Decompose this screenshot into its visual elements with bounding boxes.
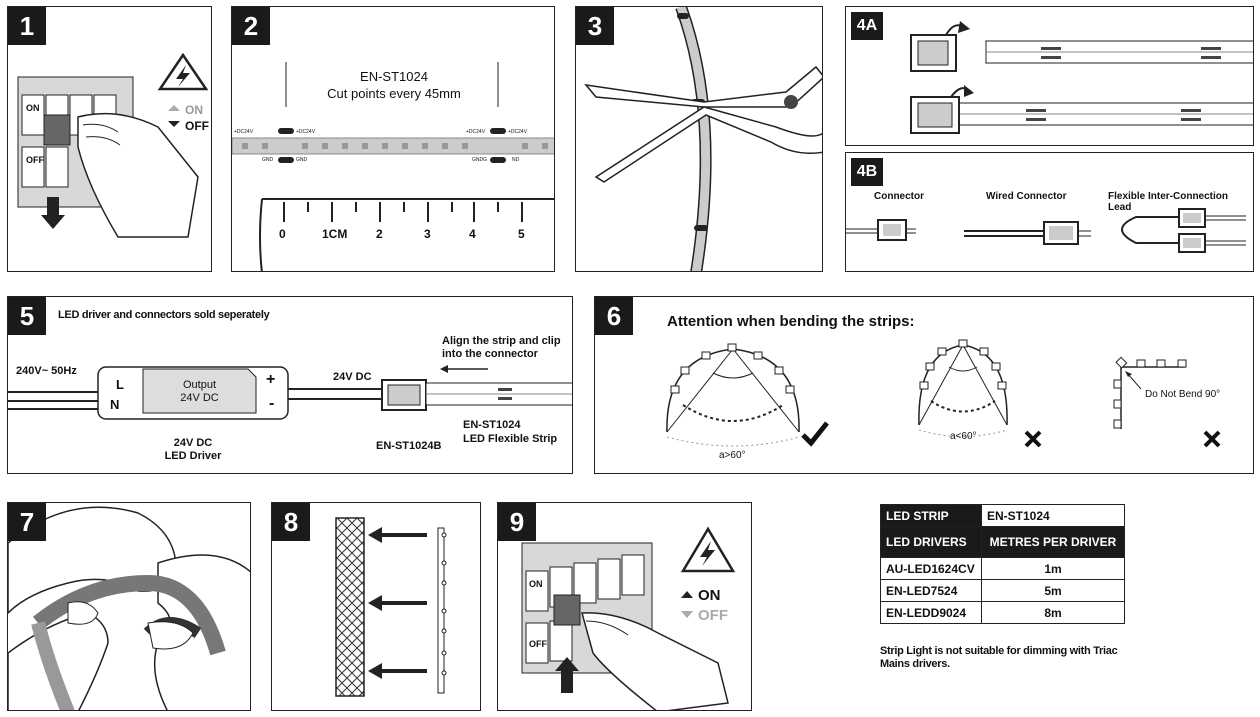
wiring-diagram <box>8 365 572 420</box>
step-number: 5 <box>8 297 46 335</box>
step-number: 1 <box>8 7 46 45</box>
lead-label: Flexible Inter-Connection Lead <box>1108 191 1229 213</box>
table-header-metres: METRES PER DRIVER <box>981 526 1125 558</box>
strip-label: GNDG <box>472 157 487 163</box>
driver-cell: EN-LED7524 <box>880 579 982 602</box>
ruler-tick-label: 5 <box>518 227 525 241</box>
strip-label: GND <box>262 157 274 163</box>
bending-title: Attention when bending the strips: <box>667 313 915 330</box>
bend-90-diagram <box>1113 356 1221 448</box>
dc-label: 24V DC <box>333 371 372 383</box>
switch-on-illustration <box>521 526 736 710</box>
table-strip-model: EN-ST1024 <box>981 504 1125 527</box>
switch-on-text: ON <box>529 579 543 589</box>
connector-insert-illustration <box>910 21 1253 134</box>
sold-separately-note: LED driver and connectors sold seperatel… <box>58 309 270 321</box>
mount-strip-illustration <box>335 517 447 697</box>
off-label: OFF <box>698 607 728 624</box>
metres-cell: 1m <box>981 557 1125 580</box>
hand-peeling-illustration <box>8 506 250 710</box>
step-number: 4B <box>851 158 883 186</box>
connector-model: EN-ST1024B <box>376 440 442 452</box>
neutral-terminal: N <box>110 397 120 412</box>
strip-label: +DC24V <box>234 129 254 135</box>
table-row: EN-LEDD9024 8m <box>880 601 1125 624</box>
cut-points-illustration <box>232 62 554 271</box>
step-number: 3 <box>576 7 614 45</box>
connector-icon <box>846 219 916 241</box>
strip-label: +DC24V <box>466 129 486 135</box>
metres-cell: 5m <box>981 579 1125 602</box>
angle-gt-label: a>60° <box>719 450 746 461</box>
wired-connector-icon <box>964 221 1091 245</box>
minus-terminal: - <box>269 395 275 412</box>
mains-label: 240V~ 50Hz <box>16 365 77 377</box>
switch-off-illustration <box>17 52 209 238</box>
step-9-panel: 9 ON OFF ON OFF <box>497 502 752 711</box>
step-number: 9 <box>498 503 536 541</box>
output-voltage: 24V DC <box>180 392 219 404</box>
on-label: ON <box>698 587 721 604</box>
switch-off-text: OFF <box>26 155 44 165</box>
table-header-strip: LED STRIP <box>880 504 982 527</box>
ruler-tick-label: 3 <box>424 227 431 241</box>
align-instruction: Align the strip and clip <box>442 335 561 347</box>
table-row: AU-LED1624CV 1m <box>880 557 1125 580</box>
step-5-panel: 5 LED driver and connectors sold seperat… <box>7 296 573 474</box>
dimming-note: Strip Light is not suitable for dimming … <box>880 645 1118 657</box>
no-90-warning: Do Not Bend 90° <box>1145 389 1221 400</box>
driver-label: LED Driver <box>164 450 222 462</box>
ruler-tick-label: 1CM <box>322 227 348 241</box>
driver-label: 24V DC <box>173 437 213 449</box>
angle-lt-label: a<60° <box>950 431 977 442</box>
output-label: Output <box>182 379 217 391</box>
step-number: 7 <box>8 503 46 541</box>
cut-note: Cut points every 45mm <box>327 86 461 101</box>
switch-on-text: ON <box>26 103 40 113</box>
step-7-panel: 7 <box>7 502 251 711</box>
strip-model: EN-ST1024 <box>463 419 521 431</box>
driver-table: LED STRIP EN-ST1024 LED DRIVERS METRES P… <box>880 504 1125 624</box>
align-instruction: into the connector <box>442 348 538 360</box>
off-label: OFF <box>185 119 209 133</box>
ruler-tick-label: 0 <box>279 227 286 241</box>
driver-cell: AU-LED1624CV <box>880 557 982 580</box>
bending-guide-illustration <box>666 339 1221 448</box>
bend-bad-diagram <box>918 339 1042 448</box>
step-4a-panel: 4A <box>845 6 1254 146</box>
step-2-panel: 2 EN-ST1024 Cut points every 45mm +DC24V… <box>231 6 555 272</box>
connector-types-illustration <box>846 208 1246 253</box>
step-number: 2 <box>232 7 270 45</box>
scissors-cutting-illustration <box>584 7 822 271</box>
step-4b-panel: 4B Connector Wired Connector Flexible In… <box>845 152 1254 272</box>
step-number: 8 <box>272 503 310 541</box>
ruler-tick-label: 4 <box>469 227 476 241</box>
strip-label: +DC24V <box>508 129 528 135</box>
step-number: 6 <box>595 297 633 335</box>
strip-label: ND <box>512 157 520 163</box>
step-number: 4A <box>851 12 883 40</box>
interconnection-lead-icon <box>1121 208 1246 253</box>
switch-off-text: OFF <box>529 639 547 649</box>
plus-terminal: + <box>266 371 276 388</box>
strip-label: +DC24V <box>296 129 316 135</box>
driver-cell: EN-LEDD9024 <box>880 601 982 624</box>
wired-connector-label: Wired Connector <box>986 191 1067 202</box>
table-row: EN-LED7524 5m <box>880 579 1125 602</box>
strip-label: GND <box>296 157 308 163</box>
strip-model: EN-ST1024 <box>360 69 428 84</box>
step-8-panel: 8 <box>271 502 481 711</box>
connector-label: Connector <box>874 191 924 202</box>
dimming-note: Mains drivers. <box>880 658 950 670</box>
on-label: ON <box>185 103 203 117</box>
metres-cell: 8m <box>981 601 1125 624</box>
live-terminal: L <box>116 377 124 392</box>
step-6-panel: 6 Attention when bending the strips: a>6… <box>594 296 1254 474</box>
step-1-panel: 1 ON OFF ON OFF <box>7 6 212 272</box>
table-header-drivers: LED DRIVERS <box>880 526 982 558</box>
ruler-tick-label: 2 <box>376 227 383 241</box>
step-3-panel: 3 <box>575 6 823 272</box>
strip-description: LED Flexible Strip <box>463 433 558 445</box>
bend-ok-diagram <box>666 343 829 447</box>
